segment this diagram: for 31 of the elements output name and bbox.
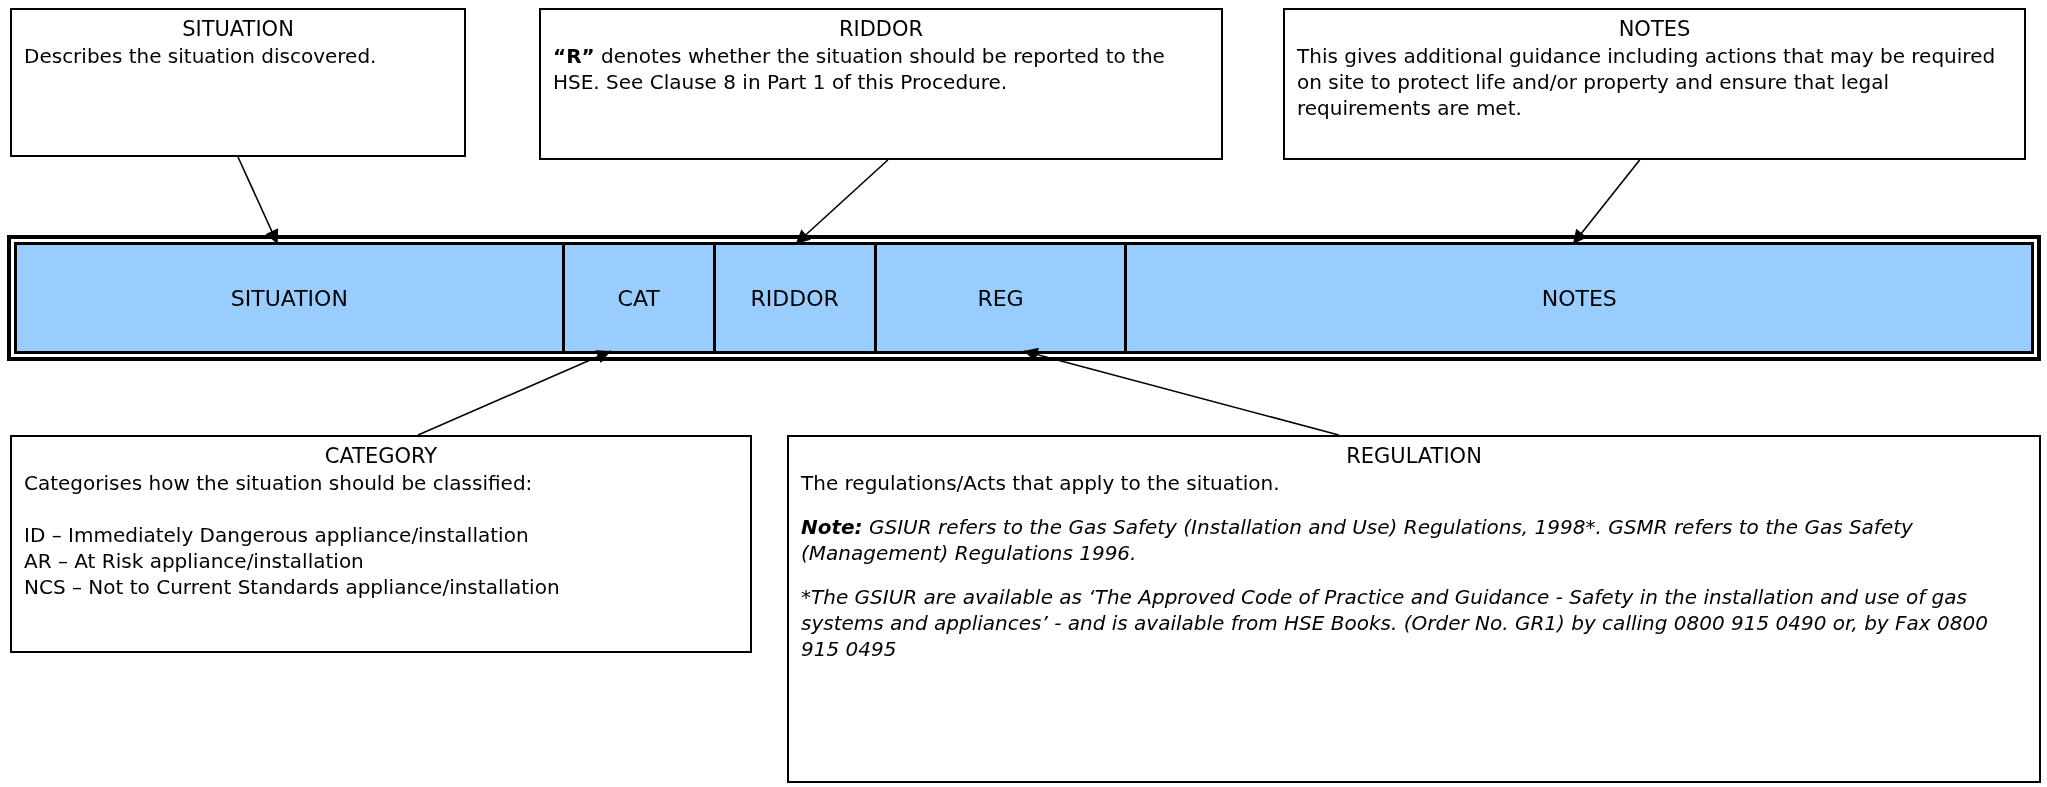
callout-text: Describes the situation discovered.: [24, 43, 378, 70]
arrow: [794, 159, 889, 245]
table-header-bar: [7, 235, 2041, 361]
column-label: REG: [977, 285, 1024, 311]
callout-text: Note: GSIUR refers to the Gas Safety (Installation and Use) Regulations, 1998*. GSMR refers to the Gas Safety (Management) Regulations 1996.: [801, 514, 1914, 567]
column-label: CAT: [617, 285, 660, 311]
callout-heading: CATEGORY: [323, 443, 439, 470]
callout-box: [10, 435, 752, 653]
callout-box: [539, 8, 1223, 160]
arrow: [1572, 159, 1641, 245]
callout-heading: NOTES: [1617, 16, 1692, 43]
callout-box: [787, 435, 2041, 783]
callout-text: Categorises how the situation should be classified:: [24, 470, 534, 497]
column-label: SITUATION: [230, 285, 348, 311]
callout-text: The regulations/Acts that apply to the situation.: [801, 470, 1281, 497]
callout-box: [1283, 8, 2026, 160]
arrow: [237, 156, 279, 245]
arrow: [417, 350, 612, 436]
callout-text: “R” denotes whether the situation should be reported to the HSE. See Clause 8 in Part 1 of this Procedure.: [553, 43, 1166, 96]
callout-text: *The GSIUR are available as ‘The Approved Code of Practice and Guidance - Safety in the installation and use of gas systems and appliances’ - and is available from HSE Books. (Order No. GR1) by calling 0800 915 0490 or, by Fax 0800 915 0495: [801, 584, 1989, 663]
callout-heading: SITUATION: [181, 16, 295, 43]
column-label: NOTES: [1541, 285, 1617, 311]
callout-heading: RIDDOR: [837, 16, 925, 43]
callout-box: [10, 8, 466, 157]
arrow: [1022, 347, 1340, 436]
callout-text: ID – Immediately Dangerous appliance/installation: [24, 522, 530, 549]
callout-text: NCS – Not to Current Standards appliance/installation: [24, 574, 561, 601]
callout-heading: REGULATION: [1345, 443, 1483, 470]
callout-text: This gives additional guidance including actions that may be required on site to protect life and/or property and ensure that legal requirements are met.: [1297, 43, 1997, 122]
column-label: RIDDOR: [750, 285, 839, 311]
callout-text: AR – At Risk appliance/installation: [24, 548, 365, 575]
